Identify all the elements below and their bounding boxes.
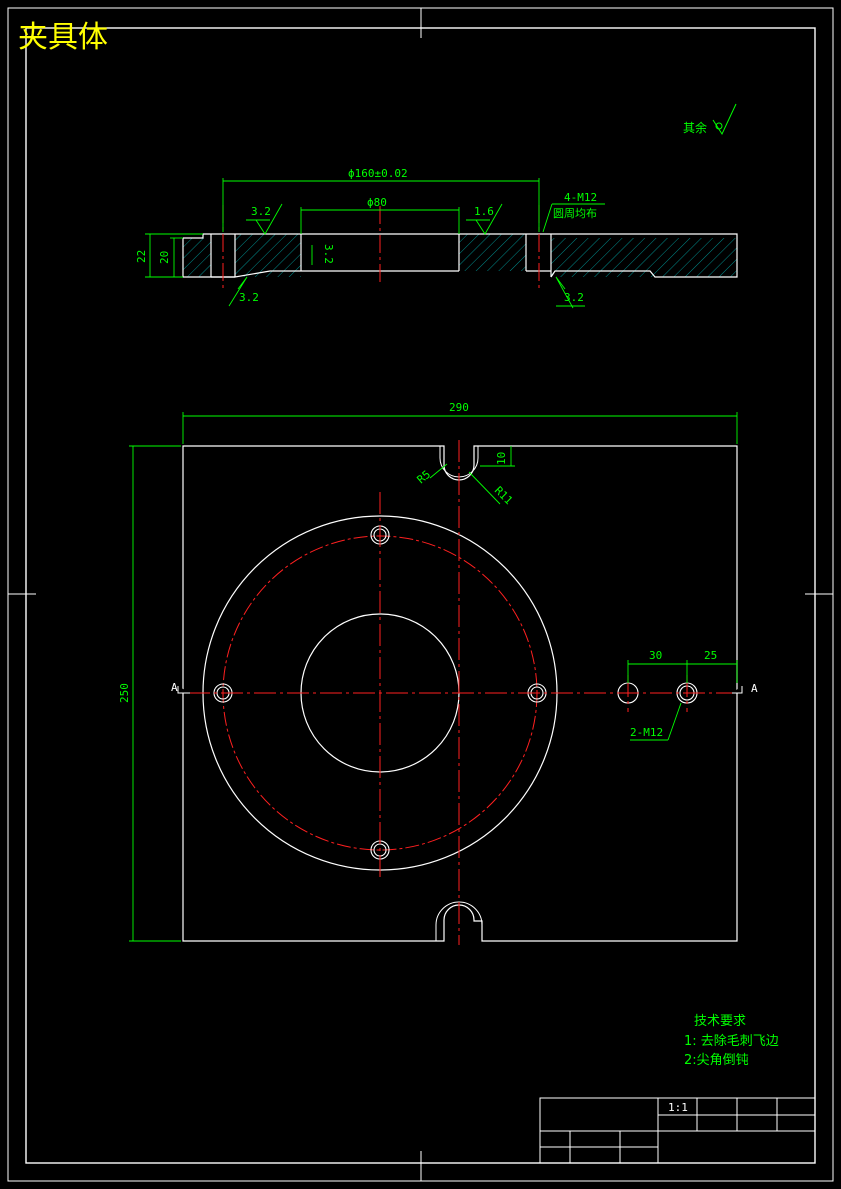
roughness-symbol-icon <box>712 103 737 136</box>
holes-note-circumferential: 圆周均布 <box>553 207 597 220</box>
tech-item-2: 2:尖角倒钝 <box>684 1053 749 1068</box>
dim-dia-160: ϕ160±0.02 <box>348 167 408 180</box>
dim-r11: R11 <box>492 484 515 507</box>
section-view: ϕ160±0.02 ϕ80 4-M12 圆周均布 3.2 1.6 3.2 3.2… <box>135 167 738 309</box>
rough-right-top: 1.6 <box>474 205 494 218</box>
roughness-note: 其余 <box>683 120 707 135</box>
outer-border <box>7 7 834 1182</box>
inner-frame <box>25 27 816 1164</box>
dim-height-20: 20 <box>158 251 171 264</box>
centering-marks <box>8 8 833 1181</box>
technical-requirements: 技术要求 1: 去除毛刺飞边 2:尖角倒钝 <box>684 1014 779 1068</box>
dim-height-250: 250 <box>118 683 131 703</box>
dim-spacing-25: 25 <box>704 649 717 662</box>
holes-note-2m12: 2-M12 <box>630 726 663 739</box>
dim-r5: R5 <box>415 468 434 486</box>
plan-view: A A 290 250 10 R5 R1 <box>118 401 758 945</box>
rough-left-bottom: 3.2 <box>239 291 259 304</box>
title-block <box>539 1097 816 1164</box>
section-mark-left: A <box>171 681 178 694</box>
rough-inner-vertical: 3.2 <box>322 244 335 264</box>
rough-left-top: 3.2 <box>251 205 271 218</box>
dim-spacing-30: 30 <box>649 649 662 662</box>
dim-height-22: 22 <box>135 250 148 263</box>
dim-dia-80: ϕ80 <box>367 196 387 209</box>
dim-width-290: 290 <box>449 401 469 414</box>
drawing-title: 夹具体 <box>18 20 108 55</box>
section-mark-right: A <box>751 682 758 695</box>
title-block-scale: 1:1 <box>668 1101 688 1114</box>
tech-item-1: 1: 去除毛刺飞边 <box>684 1034 779 1049</box>
dim-slot-10: 10 <box>495 452 508 465</box>
holes-note-4m12: 4-M12 <box>564 191 597 204</box>
tech-heading: 技术要求 <box>694 1014 746 1029</box>
rough-right-bottom: 3.2 <box>564 291 584 304</box>
